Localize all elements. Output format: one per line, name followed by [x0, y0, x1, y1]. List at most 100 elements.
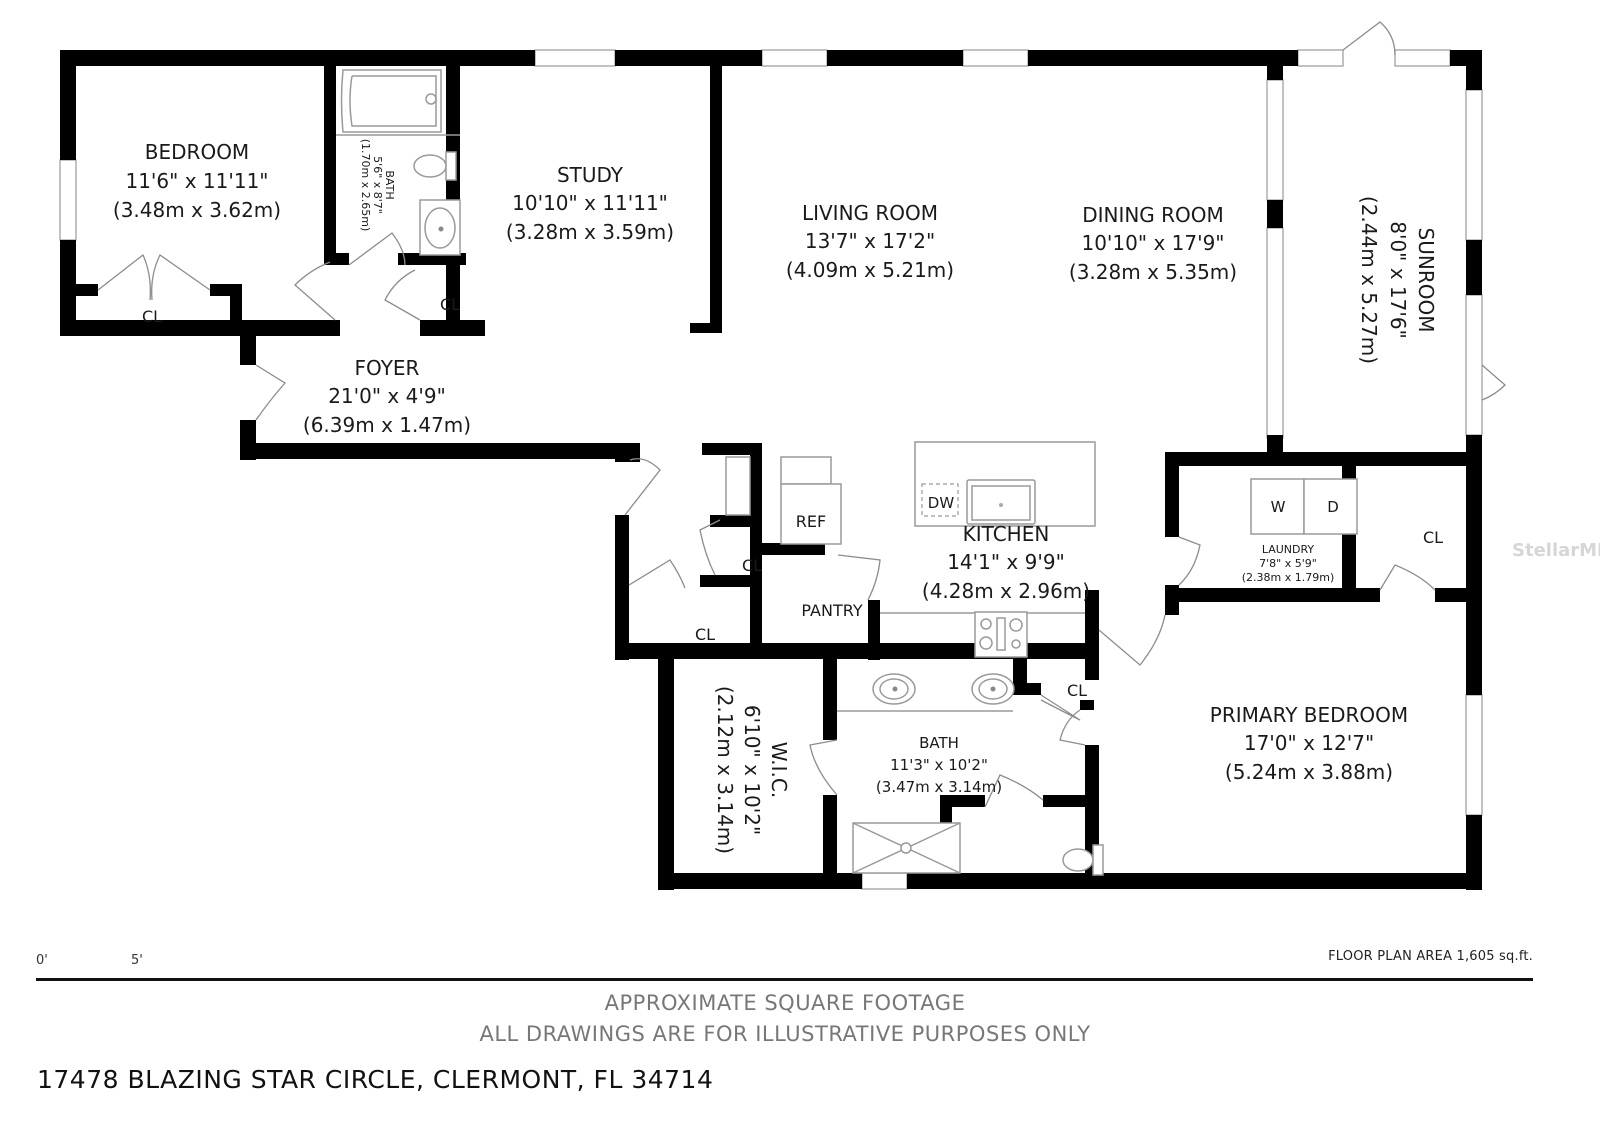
kitchen-sink-drain	[999, 503, 1003, 507]
kitchen-sink	[966, 479, 1036, 525]
room-dimensions-imperial: 11'6" x 11'11"	[125, 169, 268, 193]
closet-door	[1379, 564, 1436, 591]
primary-bedroom-door	[1098, 614, 1166, 666]
windows	[59, 49, 1483, 890]
room-dimensions-imperial: 7'8" x 5'9"	[1259, 557, 1317, 570]
watermark: StellarMLS	[1512, 540, 1600, 561]
room-dimensions-metric: (3.48m x 3.62m)	[113, 198, 281, 222]
room-name: LAUNDRY	[1262, 543, 1315, 556]
room-dimensions-metric: (3.47m x 3.14m)	[876, 778, 1002, 796]
window	[1266, 79, 1284, 201]
room-dimensions-metric: (2.38m x 1.79m)	[1242, 571, 1335, 584]
fixtures	[336, 69, 1358, 876]
window	[861, 872, 908, 890]
window	[1465, 89, 1483, 241]
room-dimensions-metric: (2.44m x 5.27m)	[1357, 196, 1381, 364]
footer-divider	[36, 978, 1533, 981]
toilet-tank	[445, 151, 457, 181]
window	[1266, 227, 1284, 439]
laundry-door	[1178, 536, 1201, 586]
room-dimensions-imperial: 10'10" x 11'11"	[512, 191, 668, 215]
sunroom-door	[1342, 21, 1396, 56]
refrigerator	[780, 483, 842, 545]
closet-door	[151, 254, 211, 301]
doors	[97, 21, 1506, 808]
bathtub	[340, 69, 442, 133]
room-name: BATH	[919, 734, 959, 752]
room-dimensions-metric: (5.24m x 3.88m)	[1225, 760, 1393, 784]
room-name: SUNROOM	[1414, 228, 1438, 333]
scale-start-label: 0'	[36, 953, 48, 968]
bath-door	[1059, 709, 1086, 746]
entry-door	[255, 364, 286, 421]
storage-door	[624, 458, 661, 516]
toilet-bowl	[413, 154, 447, 178]
burner	[980, 618, 992, 630]
room-dimensions-metric: (3.28m x 5.35m)	[1069, 260, 1237, 284]
window	[1465, 694, 1483, 816]
toilet-tank	[1092, 844, 1104, 876]
refrigerator-label: REF	[796, 512, 826, 531]
burner	[1009, 618, 1023, 632]
room-name: W.I.C.	[767, 742, 791, 798]
closet-door	[1040, 694, 1081, 721]
kitchen-sink-basin	[971, 485, 1031, 521]
disclaimer-line-1: APPROXIMATE SQUARE FOOTAGE	[604, 991, 966, 1015]
sink-drain	[438, 226, 444, 232]
room-name: BEDROOM	[145, 140, 249, 164]
dryer	[1303, 478, 1358, 535]
room-dimensions-metric: (4.09m x 5.21m)	[786, 258, 954, 282]
window	[761, 49, 828, 67]
walls	[60, 50, 1482, 890]
room-dimensions-imperial: 14'1" x 9'9"	[947, 550, 1065, 574]
closet-door	[384, 269, 421, 321]
dishwasher-label: DW	[928, 494, 955, 512]
bathtub-inner	[349, 75, 437, 127]
sunroom-side-door	[1481, 364, 1506, 401]
room-dimensions-imperial: 13'7" x 17'2"	[805, 229, 935, 253]
room-dimensions-imperial: 11'3" x 10'2"	[890, 756, 988, 774]
room-name: LIVING ROOM	[802, 201, 938, 225]
room-dimensions-metric: (4.28m x 2.96m)	[922, 579, 1090, 603]
closet-label: CL	[1067, 681, 1087, 700]
room-name: FOYER	[355, 356, 420, 380]
disclaimer-line-2: ALL DRAWINGS ARE FOR ILLUSTRATIVE PURPOS…	[479, 1022, 1091, 1046]
closet-door	[699, 519, 721, 576]
room-name: KITCHEN	[963, 522, 1050, 546]
griddle	[996, 617, 1006, 651]
pantry-label: PANTRY	[801, 601, 862, 620]
washer	[1250, 478, 1305, 535]
scale-end-label: 5'	[131, 953, 143, 968]
room-dimensions-metric: (2.12m x 3.14m)	[713, 686, 737, 854]
room-dimensions-imperial: 17'0" x 12'7"	[1244, 731, 1374, 755]
shower-drain	[900, 842, 912, 854]
bathtub-drain	[425, 93, 437, 105]
room-dimensions-metric: (6.39m x 1.47m)	[303, 413, 471, 437]
window	[1465, 294, 1483, 436]
toilet-bowl	[1062, 848, 1094, 872]
room-dimensions-imperial: 6'10" x 10'2"	[740, 705, 764, 835]
property-address: 17478 BLAZING STAR CIRCLE, CLERMONT, FL …	[37, 1065, 714, 1094]
closet-label: CL	[695, 625, 715, 644]
bath-door	[348, 232, 406, 266]
floor-plan: BEDROOM 11'6" x 11'11" (3.48m x 3.62m) B…	[59, 21, 1506, 890]
room-name: PRIMARY BEDROOM	[1210, 703, 1408, 727]
window	[1297, 49, 1344, 67]
room-dimensions-imperial: 5'6" x 8'7"	[371, 156, 384, 214]
room-dimensions-imperial: 21'0" x 4'9"	[328, 384, 446, 408]
dishwasher	[921, 483, 959, 517]
floor-plan-area: FLOOR PLAN AREA 1,605 sq.ft.	[1328, 949, 1533, 964]
room-name: DINING ROOM	[1082, 203, 1224, 227]
room-name: STUDY	[557, 163, 624, 187]
room-dimensions-metric: (3.28m x 3.59m)	[506, 220, 674, 244]
room-dimensions-imperial: 10'10" x 17'9"	[1081, 231, 1224, 255]
small-bath-label: BATH 5'6" x 8'7" (1.70m x 2.65m)	[359, 139, 396, 232]
room-dimensions-metric: (1.70m x 2.65m)	[359, 139, 372, 232]
room-dimensions-imperial: 8'0" x 17'6"	[1386, 221, 1410, 339]
wic-label: W.I.C. 6'10" x 10'2" (2.12m x 3.14m)	[713, 686, 791, 854]
dryer-label: D	[1327, 498, 1339, 516]
closet-door	[628, 559, 686, 589]
storage-shelf	[725, 456, 751, 516]
room-labels: BEDROOM 11'6" x 11'11" (3.48m x 3.62m) B…	[113, 139, 1443, 854]
closet-door	[97, 253, 151, 301]
